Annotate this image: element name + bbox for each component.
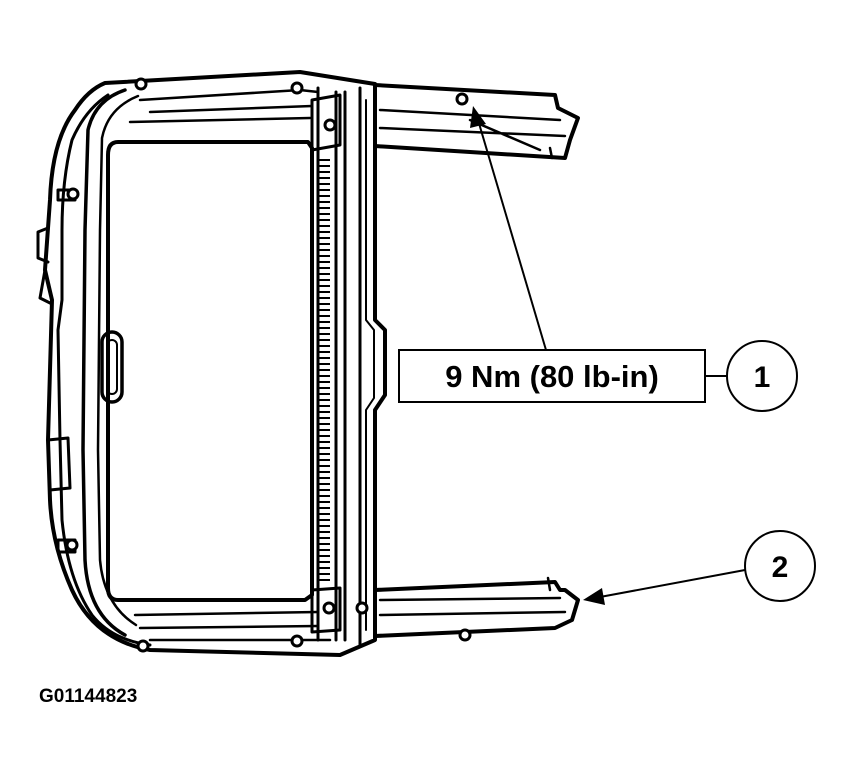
- bolt: [290, 634, 304, 648]
- bolts: [65, 77, 472, 653]
- bolt: [458, 628, 472, 642]
- callout-1-leader: [477, 119, 547, 351]
- center-rail-top-block: [310, 93, 342, 152]
- bolt: [322, 601, 336, 615]
- torque-spec-box: [398, 349, 706, 403]
- frame-inner-rail: [81, 88, 127, 637]
- bolt: [290, 81, 304, 95]
- frame-outer-outline: [43, 70, 387, 657]
- callout-1-number: 1: [754, 361, 771, 394]
- bolt: [134, 77, 148, 91]
- callout-1-circle: [726, 340, 798, 412]
- bolt: [355, 601, 369, 615]
- figure-id: G01144823: [39, 686, 137, 707]
- bolt: [323, 118, 337, 132]
- upper-right-arm: [373, 83, 580, 160]
- callout-2-arrowhead: [583, 588, 605, 605]
- bolt: [136, 639, 150, 653]
- bolt: [455, 92, 469, 106]
- callout-2-number: 2: [772, 551, 789, 584]
- torque-spec-label: 9 Nm (80 lb-in): [445, 359, 659, 394]
- rack-teeth: [318, 159, 330, 581]
- handle-slot: [100, 330, 124, 404]
- callout-2: 2: [583, 530, 816, 605]
- lower-right-arm-detail: [378, 576, 567, 617]
- center-rail-bottom-block: [310, 586, 342, 634]
- frame-left-edge-inner: [56, 93, 152, 647]
- callout-1-arrowhead: [470, 106, 486, 128]
- bolt: [65, 538, 79, 552]
- lower-right-arm: [373, 580, 580, 638]
- left-bracket-upper: [36, 226, 54, 306]
- callout-1: 9 Nm (80 lb-in) 1: [398, 106, 798, 412]
- left-bracket-lower: [46, 436, 72, 492]
- center-rail-outer: [365, 99, 375, 631]
- frame-inner-rail-2: [96, 94, 140, 627]
- glass-opening: [106, 140, 314, 602]
- callout-2-circle: [744, 530, 816, 602]
- callout-2-leader: [599, 569, 746, 598]
- handle-slot-inner: [106, 339, 118, 395]
- upper-right-arm-detail: [378, 108, 567, 160]
- top-crossbar: [128, 88, 320, 124]
- bolt: [66, 187, 80, 201]
